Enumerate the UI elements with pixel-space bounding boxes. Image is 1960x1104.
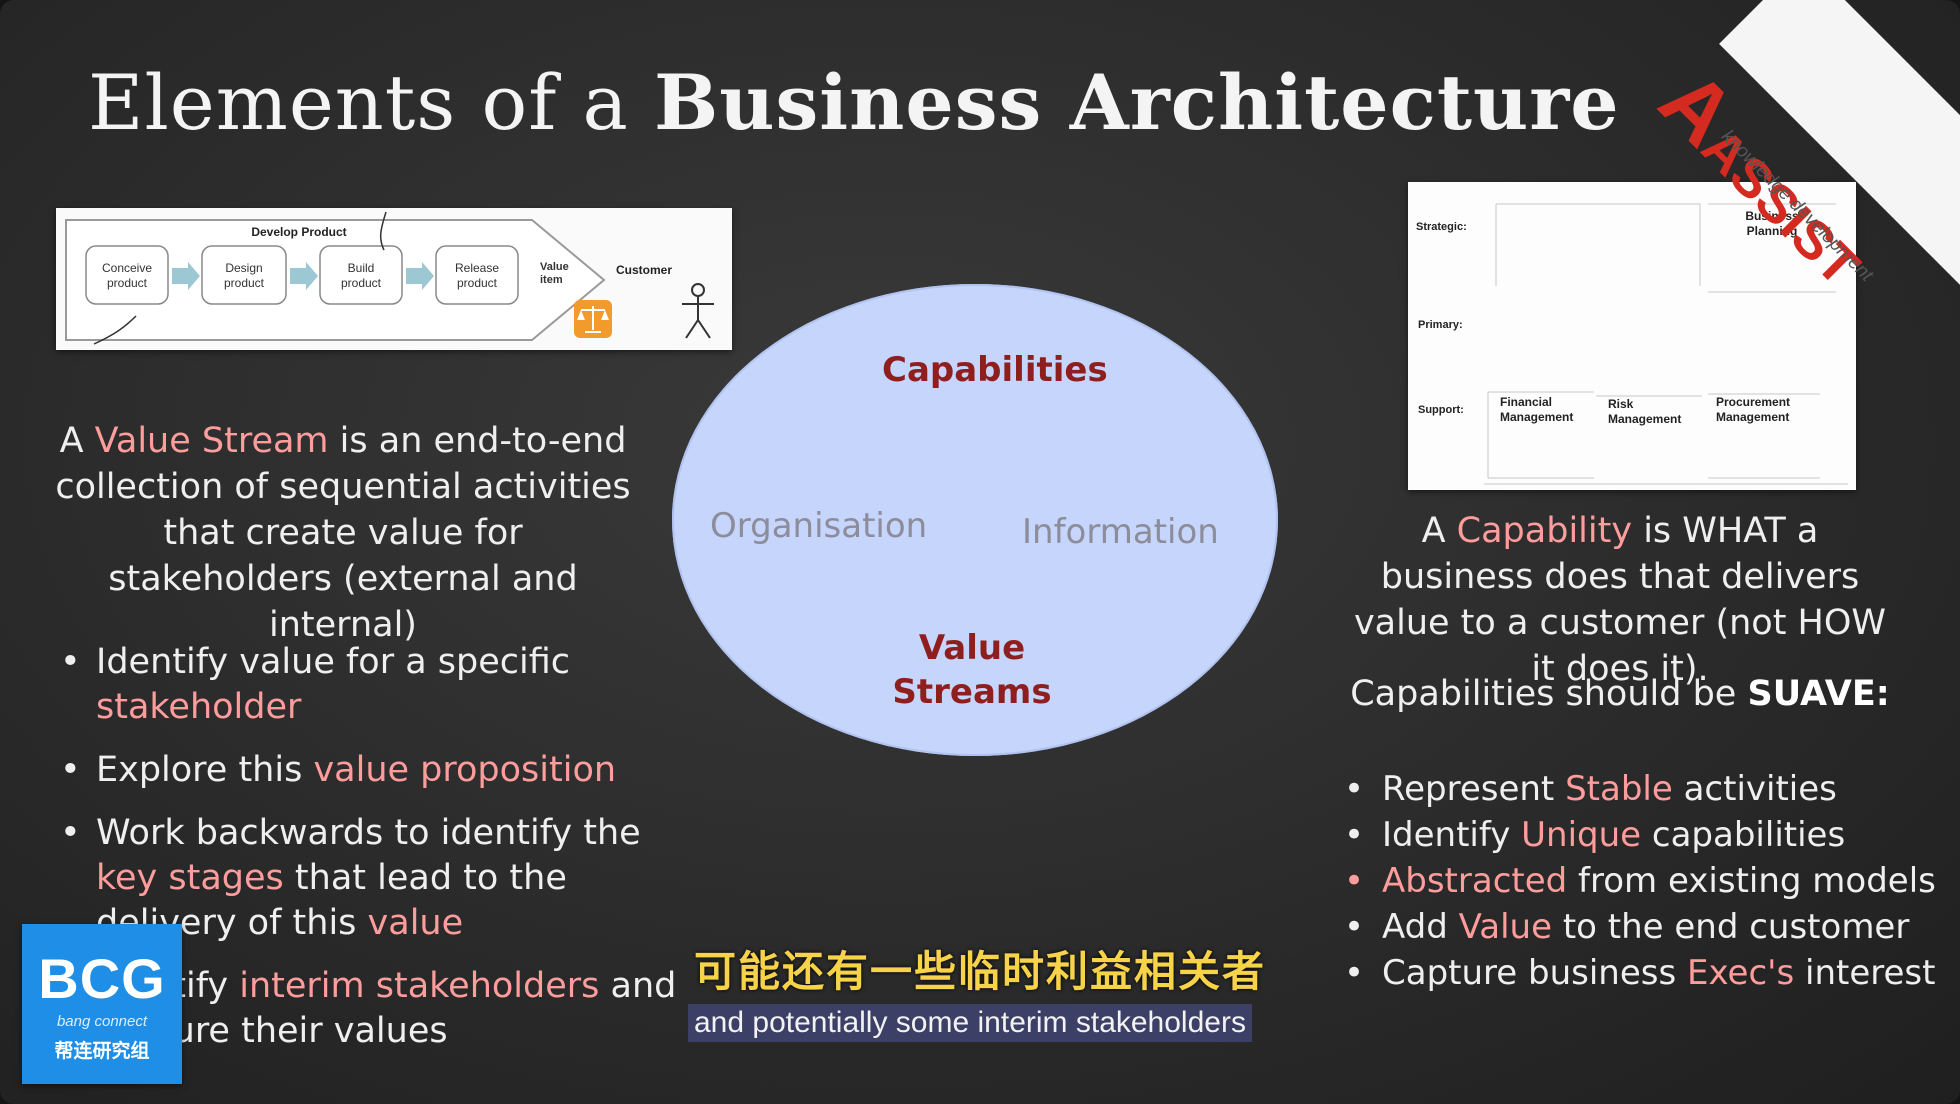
- value-item-line2: item: [540, 274, 563, 286]
- arrow-2: [290, 262, 318, 290]
- bcg-logo-sub: bang connect: [56, 1013, 148, 1030]
- right-bullet-5: Capture business Exec's interest: [1344, 950, 1944, 996]
- cap-def-term: Capability: [1456, 511, 1633, 551]
- map-gridlines: [1484, 203, 1848, 485]
- vs-def-part2: is an end-to-end collection of sequentia…: [55, 421, 631, 645]
- svg-text:product: product: [107, 276, 148, 290]
- stage-release: Release product: [435, 245, 519, 305]
- vs-def-term: Value Stream: [94, 421, 329, 461]
- ellipse-organisation: Organisation: [710, 506, 928, 546]
- slide-title: Elements of a Business Architecture: [88, 58, 1620, 147]
- right-bullet-3: Abstracted from existing models: [1344, 858, 1944, 904]
- stage-design: Design product: [201, 245, 287, 305]
- svg-text:product: product: [457, 276, 498, 290]
- capability-map-svg: Strategic: Primary: Support: Business Pl…: [1416, 203, 1848, 485]
- capability-map: Strategic: Primary: Support: Business Pl…: [1408, 182, 1856, 490]
- row-strategic: Strategic:: [1416, 221, 1467, 233]
- ellipse-information: Information: [1022, 512, 1219, 552]
- bcg-logo: BCG bang connect 帮连研究组: [22, 924, 182, 1084]
- svg-text:Build: Build: [348, 261, 375, 275]
- cap-risk-1: Risk: [1608, 397, 1634, 411]
- row-support: Support:: [1418, 404, 1464, 416]
- cap-procurement-1: Procurement: [1716, 395, 1790, 409]
- title-prefix: Elements of a: [88, 58, 654, 147]
- cap-def-part2: is WHAT a business does that delivers va…: [1353, 511, 1887, 689]
- right-bullet-1: Represent Stable activities: [1344, 766, 1944, 812]
- cap-business-planning-2: Planning: [1747, 224, 1798, 238]
- value-stream-svg: Develop Product Conceive product Design …: [65, 211, 714, 345]
- suave-prefix: Capabilities should be: [1350, 674, 1748, 714]
- arrow-1: [172, 262, 200, 290]
- suave-bullets: Represent Stable activities Identify Uni…: [1344, 766, 1944, 996]
- cap-procurement-2: Management: [1716, 410, 1789, 424]
- suave-heading: Capabilities should be SUAVE:: [1340, 674, 1900, 714]
- svg-text:Release: Release: [455, 261, 499, 275]
- stage-build: Build product: [319, 245, 403, 305]
- customer-label: Customer: [616, 263, 672, 277]
- bcg-logo-chinese: 帮连研究组: [54, 1040, 150, 1062]
- arrow-3: [406, 262, 434, 290]
- cap-financial-1: Financial: [1500, 395, 1552, 409]
- subtitle-chinese: 可能还有一些临时利益相关者: [693, 947, 1266, 996]
- svg-text:product: product: [224, 276, 265, 290]
- diagram-heading: Develop Product: [251, 225, 346, 239]
- ellipse-value-streams: Value Streams: [892, 628, 1052, 712]
- assist-ribbon-logo: AASSIST knowledge development: [1640, 0, 1960, 420]
- chalk-curve-top: [379, 211, 387, 251]
- svg-text:Conceive: Conceive: [102, 261, 152, 275]
- cap-risk-2: Management: [1608, 412, 1681, 426]
- cap-business-planning-1: Business: [1745, 209, 1799, 223]
- value-stream-definition: A Value Stream is an end-to-end collecti…: [48, 418, 638, 648]
- right-bullet-2: Identify Unique capabilities: [1344, 812, 1944, 858]
- left-bullet-1: Identify value for a specific stakeholde…: [60, 640, 700, 730]
- bcg-logo-main: BCG: [38, 947, 166, 1010]
- suave-word: SUAVE:: [1747, 674, 1890, 714]
- subtitle-english: and potentially some interim stakeholder…: [688, 1004, 1252, 1042]
- row-primary: Primary:: [1418, 319, 1463, 331]
- stick-figure-icon: [682, 283, 714, 339]
- chalk-curve-left: [93, 315, 137, 345]
- stage-conceive: Conceive product: [85, 245, 169, 305]
- title-bold: Business Architecture: [653, 58, 1620, 147]
- value-item-line1: Value: [540, 261, 569, 273]
- cap-financial-2: Management: [1500, 410, 1573, 424]
- svg-text:Design: Design: [225, 261, 262, 275]
- architecture-ellipse: Capabilities Organisation Information Va…: [672, 284, 1278, 756]
- value-stream-diagram: Develop Product Conceive product Design …: [56, 208, 732, 350]
- vs-def-part1: A: [59, 421, 95, 461]
- ellipse-capabilities: Capabilities: [882, 350, 1108, 390]
- left-bullet-3: Work backwards to identify the key stage…: [60, 811, 700, 946]
- right-bullet-4: Add Value to the end customer: [1344, 904, 1944, 950]
- cap-def-part1: A: [1421, 511, 1457, 551]
- scales-icon: [574, 300, 612, 338]
- svg-text:product: product: [341, 276, 382, 290]
- left-bullet-2: Explore this value proposition: [60, 748, 700, 793]
- capability-definition: A Capability is WHAT a business does tha…: [1340, 508, 1900, 692]
